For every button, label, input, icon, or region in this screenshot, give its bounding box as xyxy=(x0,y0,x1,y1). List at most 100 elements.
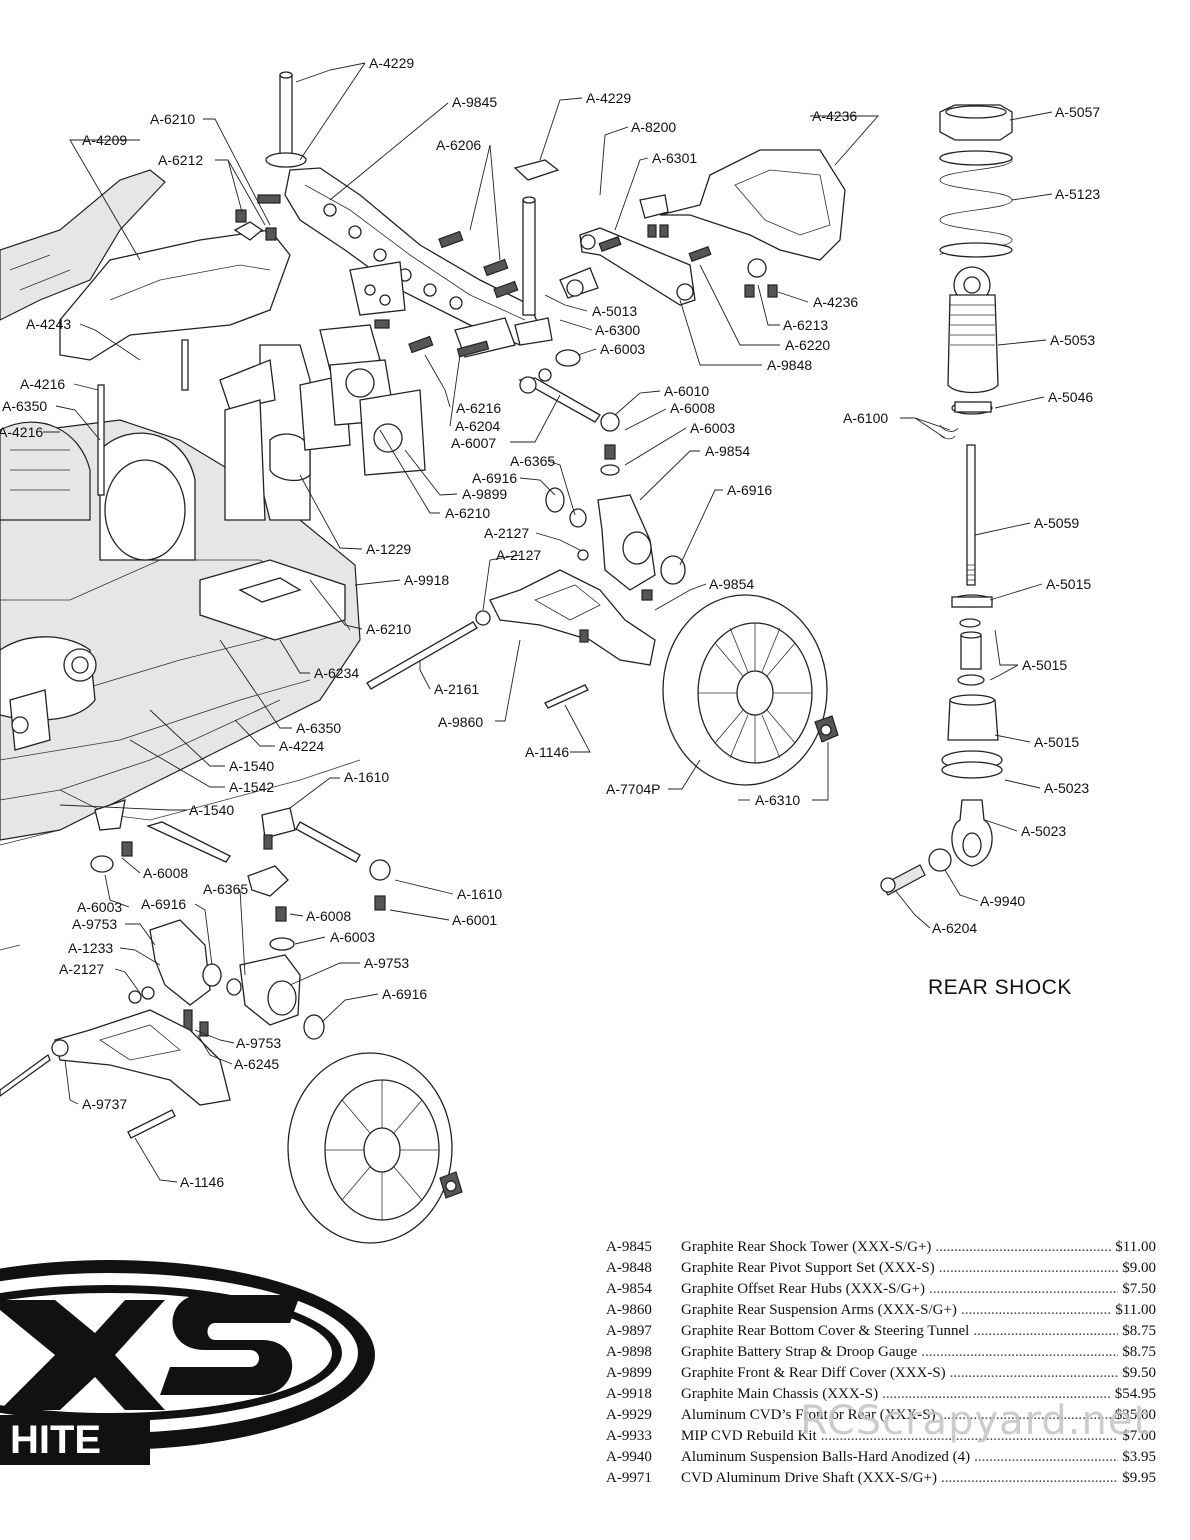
callout-a-5046: A-5046 xyxy=(1048,389,1093,405)
callout-a-1610: A-1610 xyxy=(344,769,389,785)
callout-a-6210: A-6210 xyxy=(150,111,195,127)
callout-a-4236: A-4236 xyxy=(812,108,857,124)
callout-a-6204: A-6204 xyxy=(455,418,500,434)
callout-a-9737: A-9737 xyxy=(82,1096,127,1112)
callout-a-6008: A-6008 xyxy=(143,865,188,881)
callout-a-6916: A-6916 xyxy=(382,986,427,1002)
callout-a-6206: A-6206 xyxy=(436,137,481,153)
callout-a-9845: A-9845 xyxy=(452,94,497,110)
callout-a-5053: A-5053 xyxy=(1050,332,1095,348)
logo-text: HITE xyxy=(10,1418,101,1462)
callout-a-6916: A-6916 xyxy=(472,470,517,486)
rear-turnbuckle xyxy=(517,349,620,476)
rear-pivot-support xyxy=(559,194,712,306)
callout-a-6213: A-6213 xyxy=(783,317,828,333)
callout-a-6003: A-6003 xyxy=(330,929,375,945)
tower-screws xyxy=(97,194,519,496)
shock-posts xyxy=(265,71,560,346)
callout-labels: A-4229 A-9845 A-4229 A-8200 A-4236 A-505… xyxy=(0,55,1100,1190)
callout-a-4209: A-4209 xyxy=(82,132,127,148)
callout-a-6301: A-6301 xyxy=(652,150,697,166)
callout-a-6204: A-6204 xyxy=(932,920,977,936)
callout-a-6008: A-6008 xyxy=(306,908,351,924)
callout-a-1233: A-1233 xyxy=(68,940,113,956)
callout-a-4216: A-4216 xyxy=(20,376,65,392)
callout-a-6003: A-6003 xyxy=(77,899,122,915)
callout-a-9918: A-9918 xyxy=(404,572,449,588)
callout-a-6365: A-6365 xyxy=(203,881,248,897)
rear-shock-tower xyxy=(284,167,546,358)
callout-a-1229: A-1229 xyxy=(366,541,411,557)
callout-a-6365: A-6365 xyxy=(510,453,555,469)
callout-a-6350: A-6350 xyxy=(296,720,341,736)
callout-a-6210: A-6210 xyxy=(366,621,411,637)
callout-a-6220: A-6220 xyxy=(785,337,830,353)
front-suspension-arm xyxy=(0,1009,231,1139)
callout-a-6300: A-6300 xyxy=(595,322,640,338)
callout-a-6216: A-6216 xyxy=(456,400,501,416)
watermark: RCScrapyard.net xyxy=(800,1398,1151,1444)
callout-a-6212: A-6212 xyxy=(158,152,203,168)
callout-a-6008: A-6008 xyxy=(670,400,715,416)
brand-logo: HITE xyxy=(0,1260,375,1465)
front-hub xyxy=(128,919,325,1040)
rear-hub xyxy=(545,487,686,601)
callout-a-5057: A-5057 xyxy=(1055,104,1100,120)
callout-a-9753: A-9753 xyxy=(364,955,409,971)
callout-a-2161: A-2161 xyxy=(434,681,479,697)
callout-a-1542: A-1542 xyxy=(229,779,274,795)
callout-a-4243: A-4243 xyxy=(26,316,71,332)
callout-a-9848: A-9848 xyxy=(767,357,812,373)
callout-a-9753: A-9753 xyxy=(236,1035,281,1051)
callout-a-7704p: A-7704P xyxy=(606,781,660,797)
rear-shock-exploded xyxy=(880,104,1013,896)
callout-a-5015: A-5015 xyxy=(1022,657,1067,673)
callout-a-6245: A-6245 xyxy=(234,1056,279,1072)
callout-a-5059: A-5059 xyxy=(1034,515,1079,531)
callout-a-6350: A-6350 xyxy=(2,398,47,414)
callout-a-9854: A-9854 xyxy=(709,576,754,592)
callout-a-2127: A-2127 xyxy=(484,525,529,541)
callout-a-9940: A-9940 xyxy=(980,893,1025,909)
callout-a-9753: A-9753 xyxy=(72,916,117,932)
callout-a-2127: A-2127 xyxy=(496,547,541,563)
callout-a-5015: A-5015 xyxy=(1034,734,1079,750)
callout-a-5023: A-5023 xyxy=(1021,823,1066,839)
callout-a-6100: A-6100 xyxy=(843,410,888,426)
callout-a-4229: A-4229 xyxy=(369,55,414,71)
callout-a-8200: A-8200 xyxy=(631,119,676,135)
callout-a-1610: A-1610 xyxy=(457,886,502,902)
callout-a-9854: A-9854 xyxy=(705,443,750,459)
rear-body-mount xyxy=(659,149,846,298)
battery-strap-part xyxy=(0,169,291,361)
rear-shock-title: REAR SHOCK xyxy=(928,976,1072,999)
front-turnbuckle xyxy=(90,807,391,951)
callout-a-6916: A-6916 xyxy=(727,482,772,498)
rear-wheel xyxy=(662,594,839,786)
callout-a-9860: A-9860 xyxy=(438,714,483,730)
callout-a-4229: A-4229 xyxy=(586,90,631,106)
callout-a-1540: A-1540 xyxy=(229,758,274,774)
callout-a-6010: A-6010 xyxy=(664,383,709,399)
front-wheel xyxy=(287,1052,463,1244)
callout-a-1146: A-1146 xyxy=(525,744,569,760)
callout-a-9899: A-9899 xyxy=(462,486,507,502)
callout-a-6003: A-6003 xyxy=(600,341,645,357)
callout-a-4236: A-4236 xyxy=(813,294,858,310)
callout-a-6916: A-6916 xyxy=(141,896,186,912)
callout-a-4224: A-4224 xyxy=(279,738,324,754)
callout-a-6234: A-6234 xyxy=(314,665,359,681)
callout-a-6310: A-6310 xyxy=(755,792,800,808)
callout-a-6007: A-6007 xyxy=(451,435,496,451)
